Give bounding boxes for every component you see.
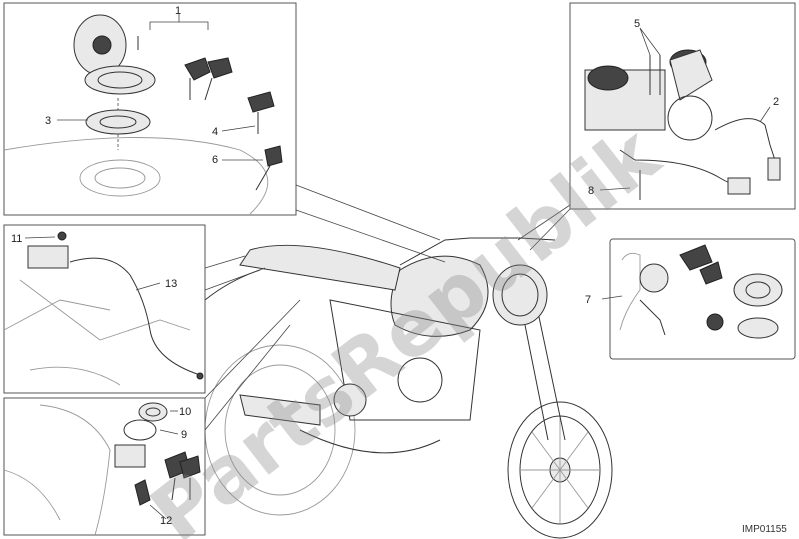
callout-12: 12 — [160, 515, 172, 527]
callout-3: 3 — [45, 115, 51, 127]
callout-13: 13 — [165, 278, 177, 290]
connector-lines — [204, 184, 571, 431]
callout-6: 6 — [212, 154, 218, 166]
panel-fuel-cap-keys — [3, 2, 297, 216]
panel-ignition-switch — [569, 2, 796, 210]
callout-10: 10 — [179, 406, 191, 418]
key-icon — [264, 145, 283, 167]
callout-7: 7 — [585, 294, 591, 306]
callout-11: 11 — [11, 233, 22, 245]
panel-filler-parts — [3, 397, 206, 536]
panel-seat-lock-cable — [3, 224, 206, 394]
callout-labels: 1 2 3 4 5 6 7 8 9 10 11 12 13 — [11, 5, 779, 527]
motorcycle-illustration — [204, 237, 613, 539]
panel-lock-kit — [601, 238, 796, 360]
blank-key-icon — [247, 91, 275, 113]
key-pair-icon — [184, 57, 233, 101]
callout-8: 8 — [588, 185, 594, 197]
callout-2: 2 — [773, 96, 779, 108]
image-code: IMP01155 — [742, 524, 787, 535]
callout-4: 4 — [212, 126, 218, 138]
callout-1: 1 — [175, 5, 181, 17]
callout-5: 5 — [634, 18, 640, 30]
callout-9: 9 — [181, 429, 187, 441]
